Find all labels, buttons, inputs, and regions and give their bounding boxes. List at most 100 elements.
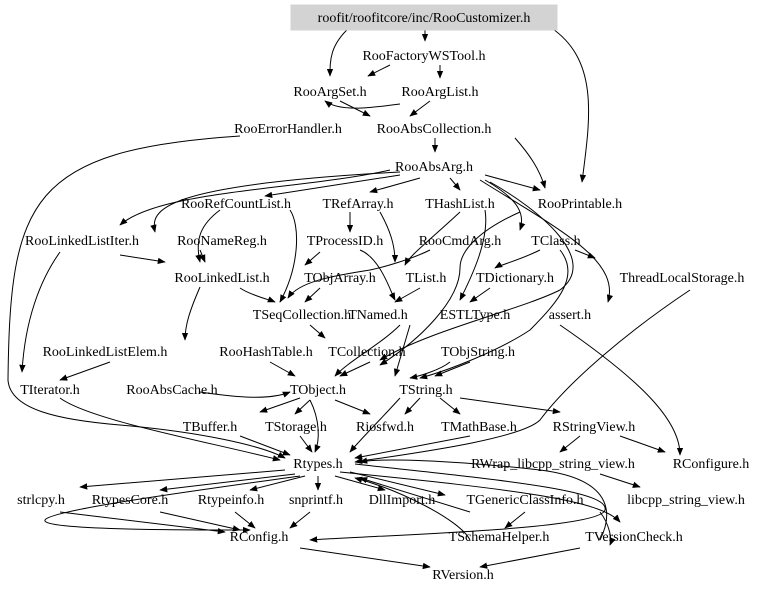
- edge: [299, 435, 313, 453]
- edge: [234, 511, 256, 529]
- edge: [324, 100, 401, 109]
- edge: [339, 361, 371, 377]
- edge: [559, 324, 684, 456]
- edge: [7, 135, 286, 459]
- edge: [309, 399, 321, 453]
- node-label[interactable]: Riosfwd.h: [356, 420, 414, 435]
- node-label[interactable]: RooArgList.h: [401, 85, 478, 100]
- edge: [439, 397, 461, 415]
- edge: [309, 324, 326, 339]
- node-label[interactable]: RooArgSet.h: [293, 85, 366, 100]
- dependency-nodes: roofit/roofitcore/inc/RooCustomizer.hRoo…: [17, 4, 750, 583]
- edge: [359, 249, 396, 301]
- node-label[interactable]: RooCmdArg.h: [419, 234, 502, 249]
- node-label[interactable]: TObjArray.h: [304, 271, 376, 286]
- node-label[interactable]: RooFactoryWSTool.h: [362, 49, 485, 64]
- root-node-label[interactable]: roofit/roofitcore/inc/RooCustomizer.h: [318, 11, 531, 26]
- node-label[interactable]: TIterator.h: [20, 383, 79, 398]
- root-node-box: [290, 4, 558, 31]
- node-label[interactable]: RooLinkedListIter.h: [25, 234, 139, 249]
- edge: [404, 397, 421, 415]
- edge: [379, 211, 399, 263]
- edge: [59, 397, 281, 462]
- edge: [287, 249, 431, 299]
- edge: [549, 26, 590, 183]
- edge: [159, 511, 241, 532]
- edge: [379, 181, 574, 361]
- edge: [393, 324, 411, 377]
- node-label[interactable]: RooAbsArg.h: [395, 160, 473, 175]
- edge: [264, 174, 401, 199]
- node-label[interactable]: TMathBase.h: [441, 420, 517, 435]
- node-label[interactable]: RooPrintable.h: [538, 197, 622, 212]
- node-label[interactable]: TSeqCollection.h: [253, 308, 351, 323]
- node-label[interactable]: Rtypeinfo.h: [198, 493, 265, 508]
- node-label[interactable]: TRefArray.h: [322, 197, 393, 212]
- node-label[interactable]: TProcessID.h: [307, 234, 384, 249]
- node-label[interactable]: TClass.h: [531, 234, 580, 249]
- node-label[interactable]: ESTLType.h: [440, 308, 510, 323]
- node-label[interactable]: TSchemaHelper.h: [449, 530, 550, 545]
- node-label[interactable]: RStringView.h: [553, 420, 636, 435]
- node-label[interactable]: TList.h: [406, 271, 447, 286]
- edge: [339, 471, 621, 523]
- edge: [359, 457, 608, 541]
- dependency-edges: [7, 26, 691, 570]
- node-label[interactable]: RConfigure.h: [673, 457, 750, 472]
- node-label[interactable]: TGenericClassInfo.h: [466, 493, 583, 508]
- node-label[interactable]: assert.h: [549, 308, 591, 323]
- edge: [367, 64, 391, 77]
- node-label[interactable]: ThreadLocalStorage.h: [620, 271, 745, 286]
- node-label[interactable]: RooAbsCache.h: [126, 383, 217, 398]
- edge: [434, 361, 471, 377]
- node-label[interactable]: RooNameReg.h: [177, 234, 267, 249]
- edge: [419, 249, 569, 380]
- node-label[interactable]: RooErrorHandler.h: [234, 122, 342, 137]
- node-label[interactable]: RooRefCountList.h: [181, 197, 291, 212]
- edge: [514, 137, 547, 189]
- edge: [199, 391, 291, 398]
- node-label[interactable]: TObject.h: [290, 383, 346, 398]
- edge: [195, 209, 221, 263]
- edge: [559, 435, 581, 453]
- node-label[interactable]: RooHashTable.h: [219, 345, 313, 360]
- node-label[interactable]: TCollection.h: [328, 345, 405, 360]
- edge: [369, 177, 421, 194]
- node-label[interactable]: TString.h: [399, 383, 452, 398]
- edge: [239, 287, 276, 303]
- edge: [59, 361, 111, 381]
- node-label[interactable]: libcpp_string_view.h: [627, 493, 745, 508]
- edge: [354, 435, 471, 460]
- edge: [199, 249, 206, 263]
- node-label[interactable]: TBuffer.h: [183, 420, 238, 435]
- node-label[interactable]: strlcpy.h: [17, 493, 65, 508]
- node-label[interactable]: DllImport.h: [369, 493, 436, 508]
- edge: [349, 471, 446, 497]
- node-label[interactable]: TDictionary.h: [476, 271, 554, 286]
- node-label[interactable]: TVersionCheck.h: [585, 530, 683, 545]
- edge: [349, 397, 401, 453]
- edge: [19, 251, 61, 373]
- edge: [484, 179, 526, 231]
- edge: [249, 475, 306, 492]
- node-label[interactable]: RVersion.h: [432, 568, 494, 583]
- edge: [119, 169, 391, 226]
- node-label[interactable]: RtypesCore.h: [92, 493, 169, 508]
- node-label[interactable]: RooLinkedListElem.h: [43, 345, 168, 360]
- node-label[interactable]: RooAbsCollection.h: [377, 122, 492, 137]
- edge: [359, 477, 471, 513]
- edge: [504, 511, 526, 529]
- node-label[interactable]: RooLinkedList.h: [174, 271, 269, 286]
- node-label[interactable]: Rtypes.h: [293, 457, 342, 472]
- edge: [289, 511, 311, 529]
- edge: [181, 286, 201, 341]
- edge: [304, 287, 321, 303]
- node-label[interactable]: TObjString.h: [441, 345, 515, 360]
- node-label[interactable]: RConfig.h: [230, 530, 289, 545]
- node-label[interactable]: snprintf.h: [289, 493, 343, 508]
- node-label[interactable]: TStorage.h: [265, 420, 327, 435]
- node-label[interactable]: RWrap_libcpp_string_view.h: [471, 457, 635, 472]
- node-label[interactable]: TNamed.h: [348, 308, 407, 323]
- node-label[interactable]: THashList.h: [425, 197, 495, 212]
